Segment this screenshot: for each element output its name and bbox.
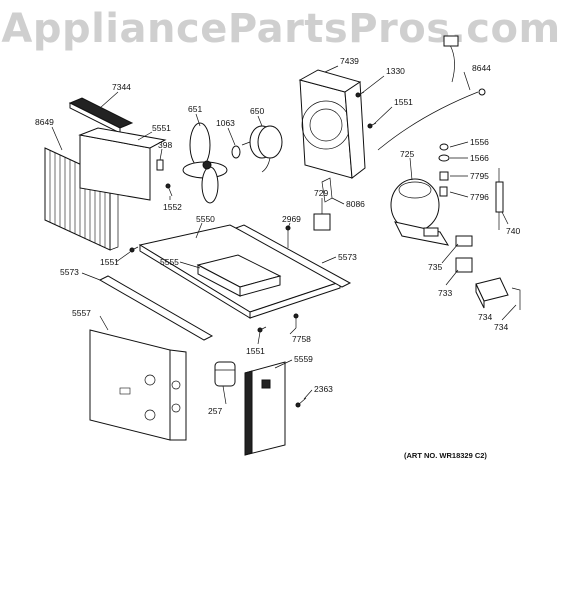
- callout-label: 7795: [470, 171, 489, 181]
- callout-label: 729: [314, 188, 328, 198]
- part-5551-shroud[interactable]: [78, 127, 167, 201]
- callout-label: 734: [478, 312, 492, 322]
- callout-label: 725: [400, 149, 414, 159]
- part-5573-rail-left[interactable]: [98, 275, 214, 341]
- callout-label: 2363: [314, 384, 333, 394]
- callout-label: 1551: [100, 257, 119, 267]
- callout-label: 735: [428, 262, 442, 272]
- part-2969-screw[interactable]: [285, 225, 291, 248]
- leader-lines: [51, 65, 517, 405]
- part-1551-screw-left[interactable]: [129, 246, 139, 253]
- part-7439-fan-bracket[interactable]: [298, 69, 366, 179]
- callout-label: 1551: [394, 97, 413, 107]
- part-729-relay[interactable]: [313, 213, 331, 231]
- callout-label: 1566: [470, 153, 489, 163]
- part-5573-rail-right[interactable]: [234, 224, 352, 288]
- callout-label: 5559: [294, 354, 313, 364]
- callout-label: 1063: [216, 118, 235, 128]
- part-1551-screw-bottom[interactable]: [257, 326, 267, 333]
- callout-label: 1551: [246, 346, 265, 356]
- part-1552-screw[interactable]: [165, 183, 173, 197]
- callout-label: 651: [188, 104, 202, 114]
- part-1556-fitting[interactable]: [439, 143, 449, 151]
- callout-label: 650: [250, 106, 264, 116]
- callout-label: 7758: [292, 334, 311, 344]
- part-257-capacitor[interactable]: [214, 361, 236, 387]
- part-733-relay[interactable]: [455, 257, 473, 273]
- callout-label: 2969: [282, 214, 301, 224]
- callout-label: 5573: [338, 252, 357, 262]
- part-651-fan-blade[interactable]: [182, 122, 228, 204]
- part-5557-panel[interactable]: [89, 329, 187, 441]
- part-734-clip[interactable]: [511, 287, 521, 310]
- part-725-compressor[interactable]: [390, 178, 450, 246]
- callout-label: 8086: [346, 199, 365, 209]
- callout-label: 8644: [472, 63, 491, 73]
- callout-label: 733: [438, 288, 452, 298]
- watermark-text: AppliancePartsPros.com: [1, 6, 561, 52]
- part-7795-fitting[interactable]: [439, 171, 449, 181]
- part-650-fan-motor[interactable]: [241, 125, 283, 173]
- callout-label: 1552: [163, 202, 182, 212]
- callout-label: 7344: [112, 82, 131, 92]
- part-1566-fitting[interactable]: [438, 154, 450, 162]
- part-734-cover[interactable]: [475, 277, 509, 309]
- part-5555-tray[interactable]: [196, 254, 282, 297]
- part-8644-tube[interactable]: [377, 35, 486, 151]
- callout-label: 734: [494, 322, 508, 332]
- callout-label: 1556: [470, 137, 489, 147]
- callout-label: 5550: [196, 214, 215, 224]
- part-2363-screw[interactable]: [295, 397, 307, 408]
- callout-label: 7796: [470, 192, 489, 202]
- part-7758-screw[interactable]: [293, 313, 299, 328]
- art-number: (ART NO. WR18329 C2): [404, 451, 487, 460]
- callout-label: 8649: [35, 117, 54, 127]
- callout-label: 398: [158, 140, 172, 150]
- callout-labels: 7344 8649 5551 398 1552 651 1063 650 743…: [35, 56, 520, 416]
- callout-label: 5557: [72, 308, 91, 318]
- part-735-overload[interactable]: [455, 235, 473, 247]
- part-5559-side-panel[interactable]: [244, 361, 286, 456]
- part-1063-washer[interactable]: [231, 145, 241, 159]
- callout-label: 1330: [386, 66, 405, 76]
- callout-label: 740: [506, 226, 520, 236]
- part-7344-filter[interactable]: [68, 97, 134, 134]
- callout-label: 5551: [152, 123, 171, 133]
- part-7796-fitting[interactable]: [439, 186, 448, 197]
- callout-label: 5573: [60, 267, 79, 277]
- callout-label: 257: [208, 406, 222, 416]
- callout-label: 5555: [160, 257, 179, 267]
- part-398-grommet[interactable]: [156, 159, 164, 171]
- part-740-drier[interactable]: [495, 168, 504, 230]
- part-1551-screw-top[interactable]: [367, 122, 377, 129]
- callout-label: 7439: [340, 56, 359, 66]
